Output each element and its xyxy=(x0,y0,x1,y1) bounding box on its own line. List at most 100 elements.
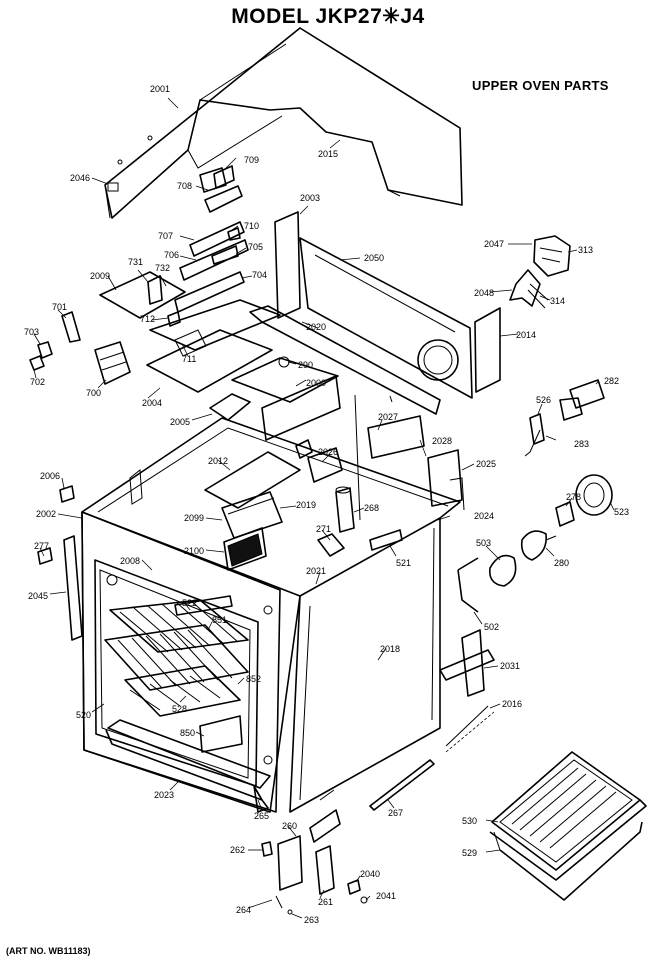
top-cover-2001 xyxy=(104,27,463,219)
label-2048: 2048 xyxy=(474,288,494,298)
label-526: 526 xyxy=(536,395,551,405)
label-708: 708 xyxy=(177,181,192,191)
label-523: 523 xyxy=(614,507,629,517)
label-522: 522 xyxy=(182,598,197,608)
label-282: 282 xyxy=(604,376,619,386)
label-2004: 2004 xyxy=(142,398,162,408)
label-2012: 2012 xyxy=(208,456,228,466)
label-529: 529 xyxy=(462,848,477,858)
label-2041: 2041 xyxy=(376,891,396,901)
label-271: 271 xyxy=(316,524,331,534)
label-277: 277 xyxy=(34,541,49,551)
label-2099: 2099 xyxy=(184,513,204,523)
label-700: 700 xyxy=(86,388,101,398)
label-2026: 2026 xyxy=(318,447,338,457)
label-530: 530 xyxy=(462,816,477,826)
label-2031: 2031 xyxy=(500,661,520,671)
label-701: 701 xyxy=(52,302,67,312)
fan-motor-assembly xyxy=(509,235,571,309)
label-262: 262 xyxy=(230,845,245,855)
label-2027: 2027 xyxy=(378,412,398,422)
switch-bracket-parts xyxy=(29,167,281,393)
broil-element-parts xyxy=(204,451,301,571)
label-707: 707 xyxy=(158,231,173,241)
leader-lines xyxy=(33,97,615,919)
label-2040: 2040 xyxy=(360,869,380,879)
label-268: 268 xyxy=(364,503,379,513)
door-hinge-parts xyxy=(261,809,368,915)
label-2100: 2100 xyxy=(184,546,204,556)
rear-duct-assembly xyxy=(209,305,463,507)
gasket-502 xyxy=(457,557,479,613)
label-313: 313 xyxy=(578,245,593,255)
label-2045: 2045 xyxy=(28,591,48,601)
oven-bottom-2023 xyxy=(105,719,271,813)
label-712: 712 xyxy=(140,314,155,324)
part-number-labels: 2001 2046 2015 709 708 2003 710 707 706 … xyxy=(24,84,629,925)
oven-cavity-body xyxy=(81,394,465,813)
label-502: 502 xyxy=(484,622,499,632)
label-2008: 2008 xyxy=(120,556,140,566)
label-2015: 2015 xyxy=(318,149,338,159)
side-trim-parts xyxy=(63,535,495,811)
label-2050: 2050 xyxy=(364,253,384,263)
label-314: 314 xyxy=(550,296,565,306)
art-number: (ART NO. WB11183) xyxy=(6,946,91,956)
label-702: 702 xyxy=(30,377,45,387)
label-705: 705 xyxy=(248,242,263,252)
broiler-pan-530-529 xyxy=(489,751,647,901)
label-2024: 2024 xyxy=(474,511,494,521)
label-267: 267 xyxy=(388,808,403,818)
label-260: 260 xyxy=(282,821,297,831)
label-2018: 2018 xyxy=(380,644,400,654)
label-261: 261 xyxy=(318,897,333,907)
label-2028: 2028 xyxy=(432,436,452,446)
label-290: 290 xyxy=(298,360,313,370)
label-732: 732 xyxy=(155,263,170,273)
label-710: 710 xyxy=(244,221,259,231)
label-2001: 2001 xyxy=(150,84,170,94)
label-278: 278 xyxy=(566,492,581,502)
label-2019: 2019 xyxy=(296,500,316,510)
label-2023: 2023 xyxy=(154,790,174,800)
label-283: 283 xyxy=(574,439,589,449)
label-2014: 2014 xyxy=(516,330,536,340)
label-706: 706 xyxy=(164,250,179,260)
label-2006: 2006 xyxy=(40,471,60,481)
label-528: 528 xyxy=(172,704,187,714)
label-521: 521 xyxy=(396,558,411,568)
label-264: 264 xyxy=(236,905,251,915)
label-709: 709 xyxy=(244,155,259,165)
misc-small-parts xyxy=(37,165,393,565)
label-850: 850 xyxy=(180,728,195,738)
label-2016: 2016 xyxy=(502,699,522,709)
label-280: 280 xyxy=(554,558,569,568)
label-2021: 2021 xyxy=(306,566,326,576)
label-852: 852 xyxy=(246,674,261,684)
oven-light-assembly xyxy=(295,439,403,557)
label-711: 711 xyxy=(182,354,196,364)
lamp-lens-parts xyxy=(488,474,613,587)
label-265: 265 xyxy=(254,811,269,821)
heat-shield-2050 xyxy=(274,211,501,399)
thermostat-sensor-parts xyxy=(524,379,605,457)
label-520: 520 xyxy=(76,710,91,720)
section-subtitle: UPPER OVEN PARTS xyxy=(472,78,609,93)
label-503: 503 xyxy=(476,538,491,548)
label-2020: 2020 xyxy=(306,322,326,332)
label-2000: 2000 xyxy=(306,378,326,388)
label-2046: 2046 xyxy=(70,173,90,183)
label-703: 703 xyxy=(24,327,39,337)
model-title: MODEL JKP27✳J4 xyxy=(231,5,425,28)
label-2005: 2005 xyxy=(170,417,190,427)
label-263: 263 xyxy=(304,915,319,925)
label-2009: 2009 xyxy=(90,271,110,281)
label-704: 704 xyxy=(252,270,267,280)
label-2025: 2025 xyxy=(476,459,496,469)
label-2002: 2002 xyxy=(36,509,56,519)
label-2003: 2003 xyxy=(300,193,320,203)
label-731: 731 xyxy=(128,257,143,267)
label-2047: 2047 xyxy=(484,239,504,249)
